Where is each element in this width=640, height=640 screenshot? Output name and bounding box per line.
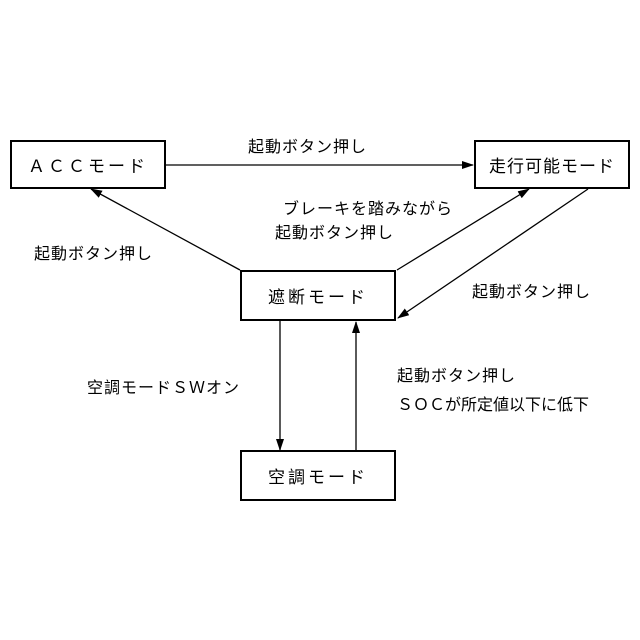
label-cutoff-to-ac: 空調モードＳＷオン [87,377,240,399]
label-cutoff-to-run-line2: 起動ボタン押し [275,222,394,244]
label-cutoff-to-acc: 起動ボタン押し [34,243,153,265]
label-acc-to-run: 起動ボタン押し [248,136,367,158]
node-run-mode: 走行可能モード [474,140,630,189]
node-acc-mode: ＡＣＣモード [10,140,166,189]
label-ac-to-cutoff-line1: 起動ボタン押し [397,365,516,387]
label-ac-to-cutoff-line2: ＳＯＣが所定値以下に低下 [397,394,589,416]
node-ac-mode: 空調モード [240,450,396,501]
node-cutoff-mode: 遮断モード [240,270,396,321]
label-run-to-cutoff: 起動ボタン押し [472,281,591,303]
label-cutoff-to-run-line1: ブレーキを踏みながら [283,198,453,220]
